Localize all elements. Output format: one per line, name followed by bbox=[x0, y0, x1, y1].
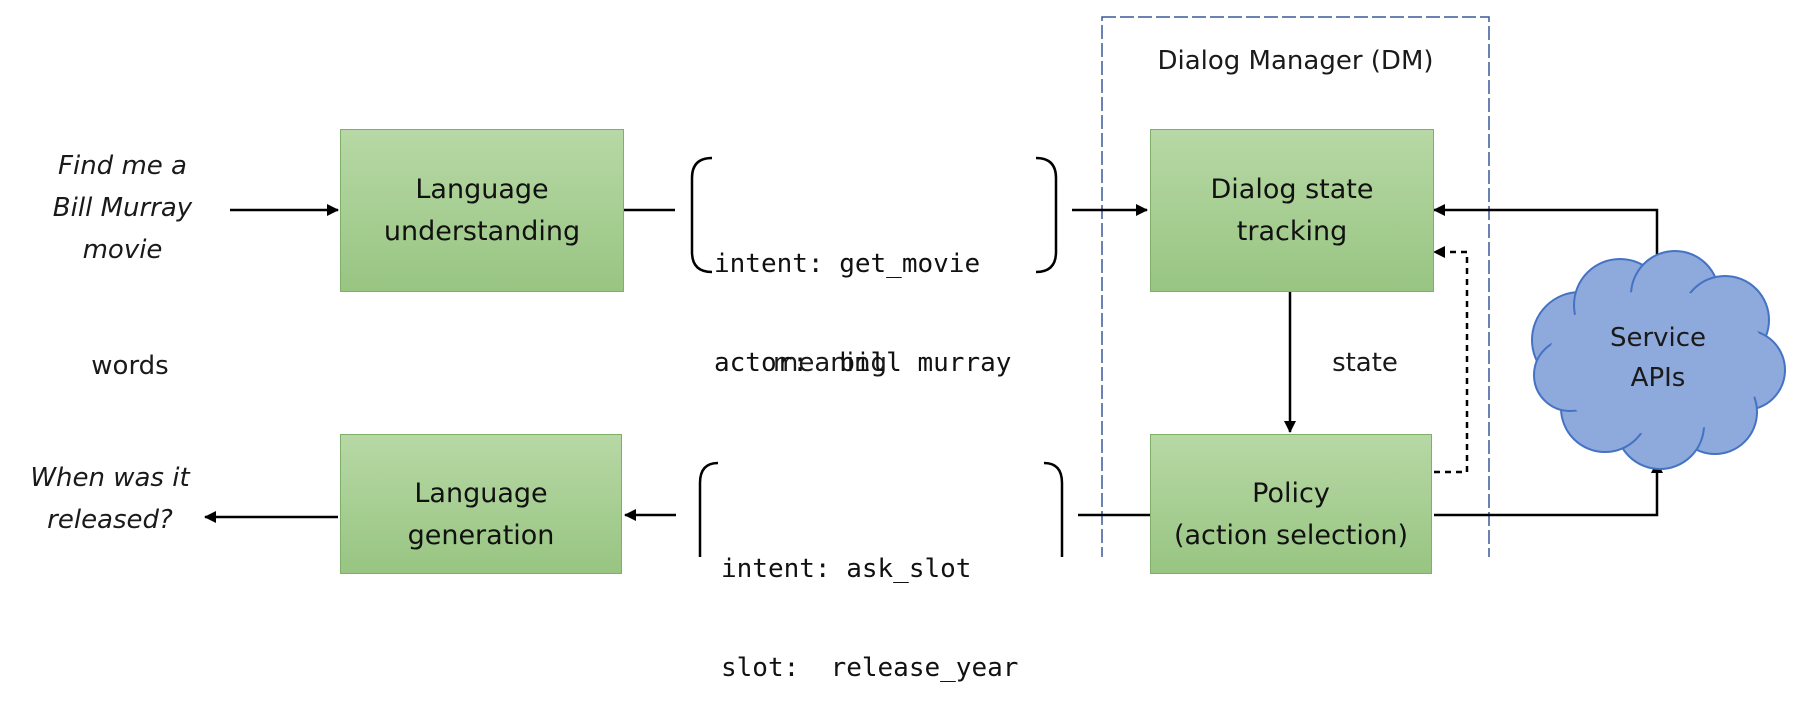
arrow-policy-to-dst-dashed bbox=[1433, 246, 1469, 474]
input-utterance-line: movie bbox=[82, 235, 163, 265]
label-meaning: meaning bbox=[773, 348, 887, 378]
nlu-frame-left-bracket bbox=[690, 156, 713, 274]
output-utterance-line: When was it bbox=[30, 463, 190, 493]
dst-box-label: Dialog state bbox=[1210, 173, 1374, 205]
nlg-box-label: Language bbox=[414, 478, 548, 509]
policy-box-label: Policy bbox=[1252, 478, 1330, 509]
service-apis-label-line: Service bbox=[1609, 323, 1707, 353]
nlu-box-label: Language bbox=[415, 173, 549, 205]
dst-box: Dialog state tracking bbox=[1150, 129, 1434, 292]
policy-frame-line: intent: ask_slot bbox=[721, 554, 972, 584]
policy-box-label: (action selection) bbox=[1173, 520, 1409, 551]
nlu-frame-line: actor: bill murray bbox=[714, 348, 1012, 378]
dst-box-label: tracking bbox=[1236, 215, 1348, 247]
output-utterance: When was it released? bbox=[20, 457, 200, 541]
service-apis-label: Service APIs bbox=[1583, 318, 1733, 398]
nlu-frame-line: intent: get_movie bbox=[714, 249, 981, 279]
arrow-cloud-to-dst bbox=[1433, 204, 1659, 270]
output-utterance-line: released? bbox=[47, 505, 173, 535]
service-apis-label-line: APIs bbox=[1630, 363, 1686, 393]
arrow-policy-to-cloud bbox=[1434, 461, 1663, 517]
dm-container-border bbox=[1101, 16, 1490, 557]
nlu-frame: intent: get_movie actor: bill murray bbox=[714, 182, 1011, 413]
nlu-box: Language understanding bbox=[340, 129, 624, 292]
policy-frame-left-bracket bbox=[698, 461, 719, 557]
policy-frame-right-bracket bbox=[1043, 461, 1064, 557]
input-utterance-line: Find me a bbox=[58, 151, 187, 181]
nlu-box-label: understanding bbox=[383, 215, 581, 247]
diagram-canvas bbox=[204, 16, 1786, 557]
service-apis-cloud bbox=[1531, 250, 1786, 470]
nlu-frame-right-bracket bbox=[1035, 156, 1058, 274]
policy-frame-line: slot: release_year bbox=[721, 653, 1019, 683]
policy-frame: intent: ask_slot slot: release_year bbox=[721, 487, 1018, 718]
dm-title: Dialog Manager (DM) bbox=[1157, 46, 1434, 76]
nlg-box: Language generation bbox=[340, 434, 622, 574]
input-utterance-line: Bill Murray bbox=[52, 193, 193, 223]
label-words: words bbox=[91, 351, 169, 381]
label-state: state bbox=[1332, 348, 1398, 378]
policy-box: Policy (action selection) bbox=[1150, 434, 1432, 574]
nlg-box-label: generation bbox=[407, 520, 555, 551]
input-utterance: Find me a Bill Murray movie bbox=[20, 145, 225, 271]
